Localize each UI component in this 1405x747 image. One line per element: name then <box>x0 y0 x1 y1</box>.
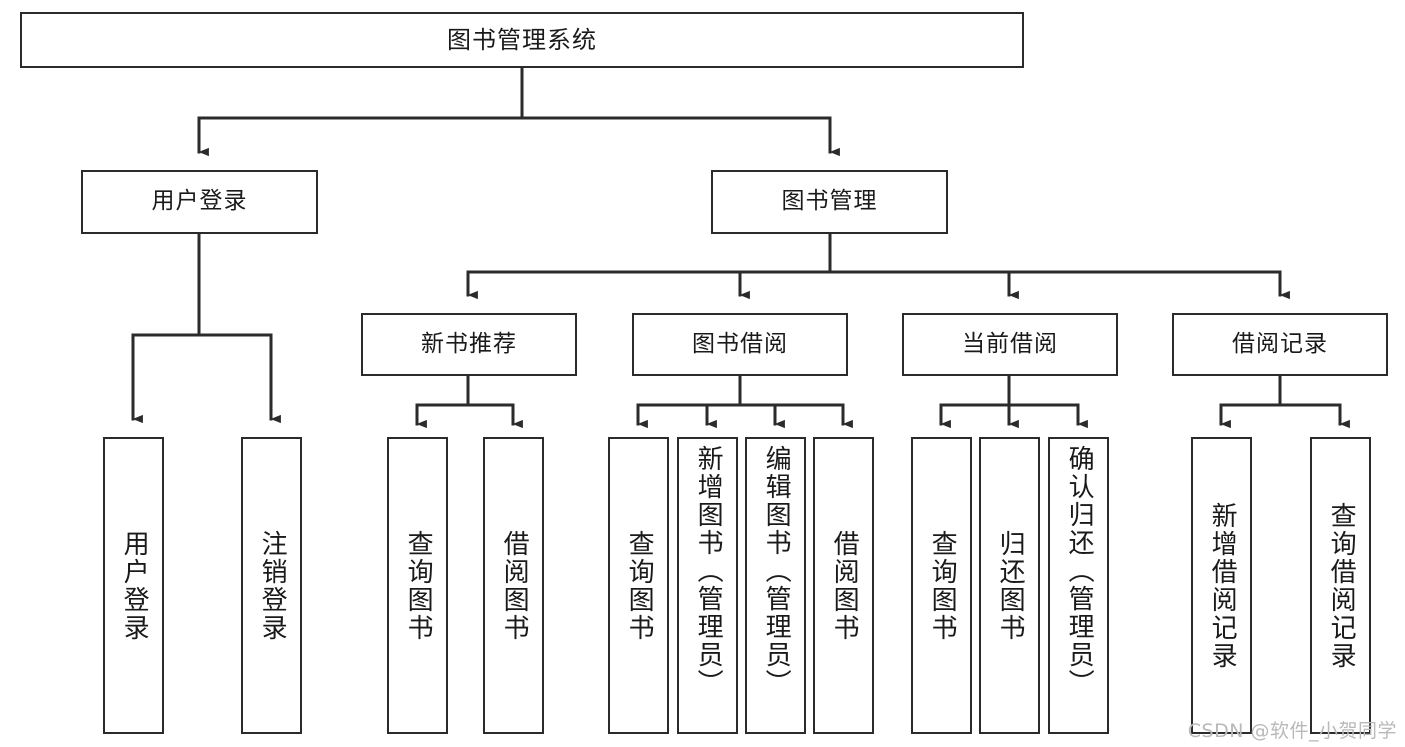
leaf-label: 借阅图书 <box>499 529 530 642</box>
leaf-label: 查询图书 <box>403 529 434 642</box>
node-user-login[interactable]: 用户登录 <box>81 170 318 234</box>
leaf-label: 借阅图书 <box>829 529 860 642</box>
leaf-book-borrow-edit-book-admin[interactable]: 编辑图书（管理员） <box>745 437 806 734</box>
node-book-borrow[interactable]: 图书借阅 <box>632 313 848 376</box>
leaf-label: 归还图书 <box>995 529 1026 642</box>
leaf-book-borrow-borrow-book[interactable]: 借阅图书 <box>813 437 874 734</box>
leaf-book-borrow-query-book[interactable]: 查询图书 <box>608 437 669 734</box>
leaf-label: 查询图书 <box>927 529 958 642</box>
leaf-label: 编辑图书（管理员） <box>761 445 792 697</box>
leaf-user-login-login[interactable]: 用户登录 <box>103 437 164 734</box>
leaf-new-book-borrow-book[interactable]: 借阅图书 <box>483 437 544 734</box>
leaf-label: 查询借阅记录 <box>1326 501 1357 670</box>
leaf-current-borrow-return-book[interactable]: 归还图书 <box>979 437 1040 734</box>
leaf-label: 新增图书（管理员） <box>693 445 724 697</box>
leaf-label: 新增借阅记录 <box>1207 501 1238 670</box>
node-current-borrow[interactable]: 当前借阅 <box>902 313 1118 376</box>
leaf-borrow-record-query-record[interactable]: 查询借阅记录 <box>1310 437 1371 734</box>
node-borrow-record[interactable]: 借阅记录 <box>1172 313 1388 376</box>
leaf-current-borrow-query-book[interactable]: 查询图书 <box>911 437 972 734</box>
leaf-borrow-record-add-record[interactable]: 新增借阅记录 <box>1191 437 1252 734</box>
leaf-new-book-query-book[interactable]: 查询图书 <box>387 437 448 734</box>
leaf-label: 用户登录 <box>119 529 150 642</box>
watermark-text: CSDN @软件_小贺同学 <box>1187 720 1397 742</box>
leaf-current-borrow-confirm-return-admin[interactable]: 确认归还（管理员） <box>1048 437 1109 734</box>
leaf-label: 查询图书 <box>624 529 655 642</box>
leaf-label: 确认归还（管理员） <box>1064 445 1095 697</box>
node-book-management[interactable]: 图书管理 <box>711 170 948 234</box>
node-new-book-recommend[interactable]: 新书推荐 <box>361 313 577 376</box>
leaf-user-login-logout[interactable]: 注销登录 <box>241 437 302 734</box>
leaf-label: 注销登录 <box>257 529 288 642</box>
node-root-system[interactable]: 图书管理系统 <box>20 12 1024 68</box>
leaf-book-borrow-add-book-admin[interactable]: 新增图书（管理员） <box>677 437 738 734</box>
